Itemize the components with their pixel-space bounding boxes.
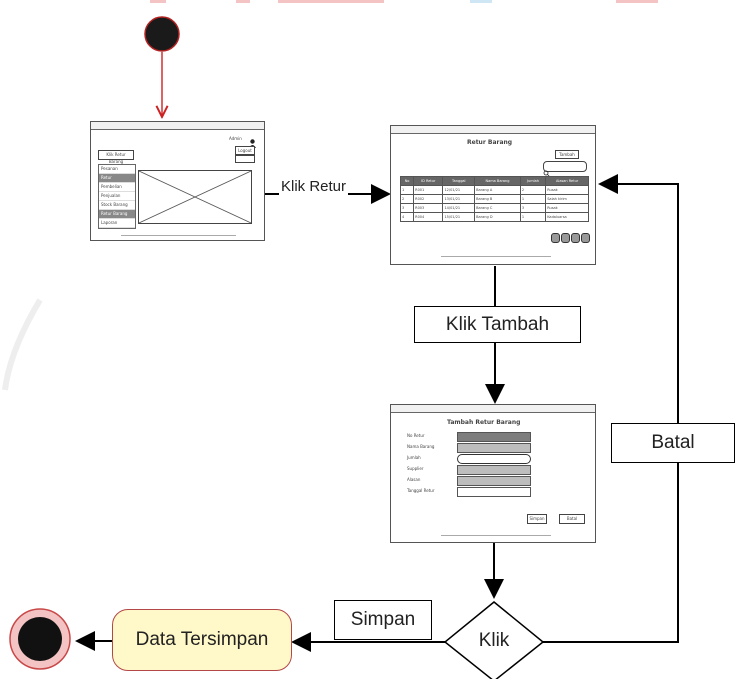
- sidebar-menu: Pesanan Retur Pembelian Penjualan Stock …: [98, 164, 136, 229]
- jumlah-field[interactable]: [457, 454, 531, 464]
- footer-text-line: [441, 535, 551, 536]
- edge-label-simpan: Simpan: [334, 600, 432, 640]
- sidebar-item[interactable]: Pembelian: [99, 183, 135, 192]
- column-header: Alasan Retur: [545, 176, 589, 186]
- nama-barang-field[interactable]: [457, 443, 531, 453]
- page-button[interactable]: [561, 233, 570, 243]
- top-fragment: [616, 0, 658, 3]
- field-label: Jumlah: [407, 455, 421, 460]
- search-icon: [543, 162, 550, 177]
- retur-table: No ID Retur Tanggal Nama Barang Jumlah A…: [399, 176, 589, 222]
- page-button[interactable]: [571, 233, 580, 243]
- tambah-button[interactable]: Tambah: [555, 150, 579, 159]
- window-titlebar: [391, 126, 595, 134]
- sidebar-item[interactable]: Stock Barang: [99, 201, 135, 210]
- top-fragment: [150, 0, 166, 3]
- tanggal-retur-field[interactable]: [457, 487, 531, 497]
- logout-button[interactable]: Logout: [235, 146, 255, 155]
- retur-list-wireframe: Retur Barang Tambah No ID Retur Tanggal …: [390, 125, 596, 265]
- retur-heading: Retur Barang: [467, 139, 513, 146]
- sidebar-item[interactable]: Laporan: [99, 219, 135, 228]
- field-label: Nama Barang: [407, 444, 435, 449]
- user-label: Admin: [229, 136, 242, 141]
- page-button[interactable]: [551, 233, 560, 243]
- search-input[interactable]: [543, 161, 587, 172]
- footer-text-line: [441, 256, 551, 257]
- edge-label-klik-tambah: Klik Tambah: [414, 306, 581, 343]
- batal-arrow: [543, 174, 679, 643]
- decision-node: [443, 601, 545, 679]
- field-label: Supplier: [407, 466, 424, 471]
- tambah-retur-wireframe: Tambah Retur Barang No Retur Nama Barang…: [390, 404, 596, 543]
- field-label: No Retur: [407, 433, 425, 438]
- column-header: No: [399, 176, 415, 186]
- edge-label-batal: Batal: [611, 423, 735, 463]
- user-icon: [249, 133, 256, 148]
- column-header: Jumlah: [519, 176, 547, 186]
- field-label: Tanggal Retur: [407, 488, 435, 493]
- no-retur-field[interactable]: [457, 432, 531, 442]
- pagination[interactable]: [551, 233, 590, 243]
- sidebar-item[interactable]: Retur: [99, 174, 135, 183]
- tambah-heading: Tambah Retur Barang: [447, 419, 521, 426]
- sidebar-item[interactable]: Retur Barang: [99, 210, 135, 219]
- sidebar-item[interactable]: Penjualan: [99, 192, 135, 201]
- field-label: Alasan: [407, 477, 421, 482]
- column-header: Nama Barang: [474, 176, 521, 186]
- window-titlebar: [391, 405, 595, 413]
- page-button[interactable]: [581, 233, 590, 243]
- simpan-button[interactable]: Simpan: [527, 514, 547, 524]
- data-tersimpan-node: Data Tersimpan: [112, 609, 292, 671]
- image-placeholder: [138, 170, 252, 224]
- supplier-field[interactable]: [457, 465, 531, 475]
- top-fragment: [278, 0, 384, 3]
- watermark-stroke: [2, 298, 43, 391]
- column-header: Tanggal: [442, 176, 476, 186]
- profile-button[interactable]: [235, 155, 255, 163]
- column-header: ID Retur: [413, 176, 444, 186]
- alasan-field[interactable]: [457, 476, 531, 486]
- dashboard-wireframe: Admin Logout Klik Retur Barang Pesanan R…: [90, 121, 265, 241]
- edge-label-klik-retur: Klik Retur: [279, 178, 349, 195]
- window-titlebar: [91, 122, 264, 130]
- sidebar-item[interactable]: Pesanan: [99, 165, 135, 174]
- top-fragment: [470, 0, 492, 3]
- footer-text-line: [121, 235, 236, 236]
- end-node-core: [18, 617, 62, 661]
- decision-label: Klik: [478, 630, 510, 651]
- menu-title: Klik Retur Barang: [98, 150, 134, 164]
- start-node: [144, 16, 180, 52]
- batal-button[interactable]: Batal: [559, 514, 585, 524]
- top-fragment: [236, 0, 250, 3]
